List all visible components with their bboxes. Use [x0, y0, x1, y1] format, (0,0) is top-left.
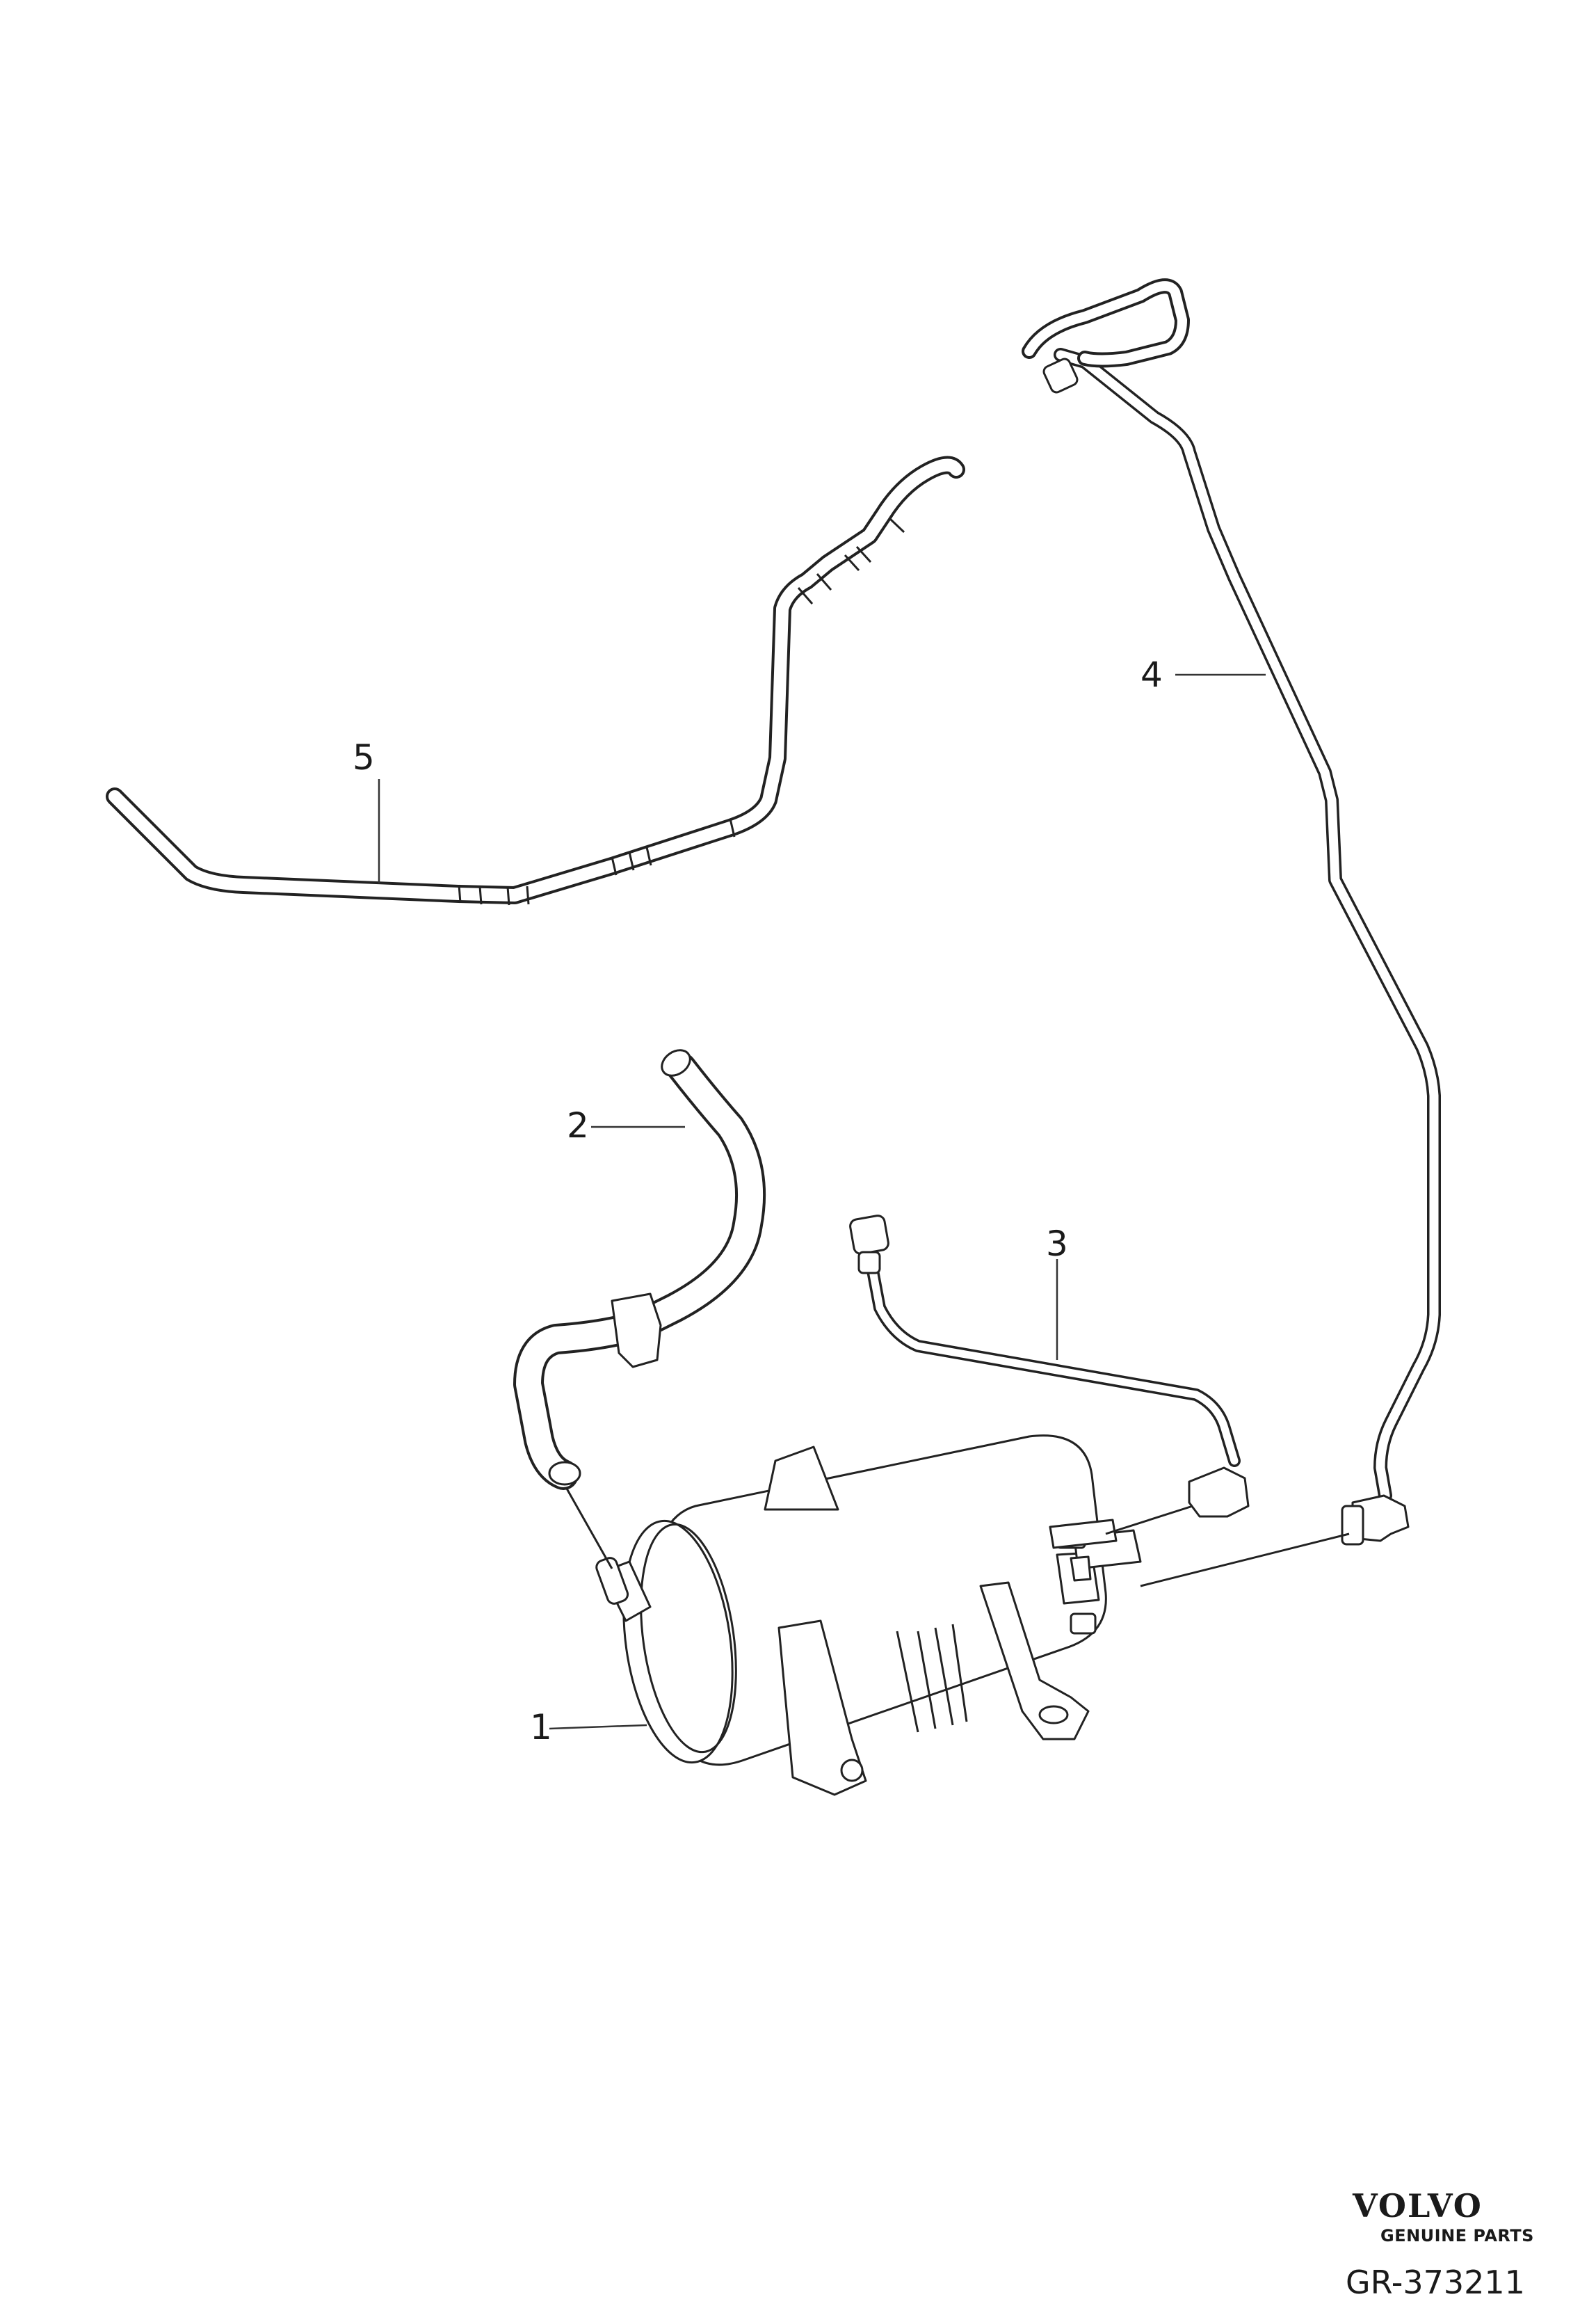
- callout-label-2: 2: [567, 1105, 589, 1146]
- callout-label-3: 3: [1046, 1224, 1068, 1264]
- callout-label-4: 4: [1140, 655, 1163, 695]
- hose-part-3: [849, 1215, 1250, 1518]
- genuine-parts-label: GENUINE PARTS: [1380, 2226, 1534, 2245]
- callout-leaders: [378, 673, 1266, 1730]
- volvo-logo: VOLVO: [1353, 2187, 1483, 2225]
- drawing-number: GR-373211: [1346, 2264, 1525, 2301]
- callout-label-1: 1: [530, 1707, 552, 1747]
- assembly-guide-lines: [565, 1488, 1350, 1587]
- hose-part-2: [513, 1049, 766, 1490]
- canister-part-1: [595, 1434, 1142, 1796]
- hose-part-4: [1022, 278, 1441, 1546]
- callout-label-5: 5: [353, 737, 375, 778]
- hose-part-5: [106, 456, 965, 906]
